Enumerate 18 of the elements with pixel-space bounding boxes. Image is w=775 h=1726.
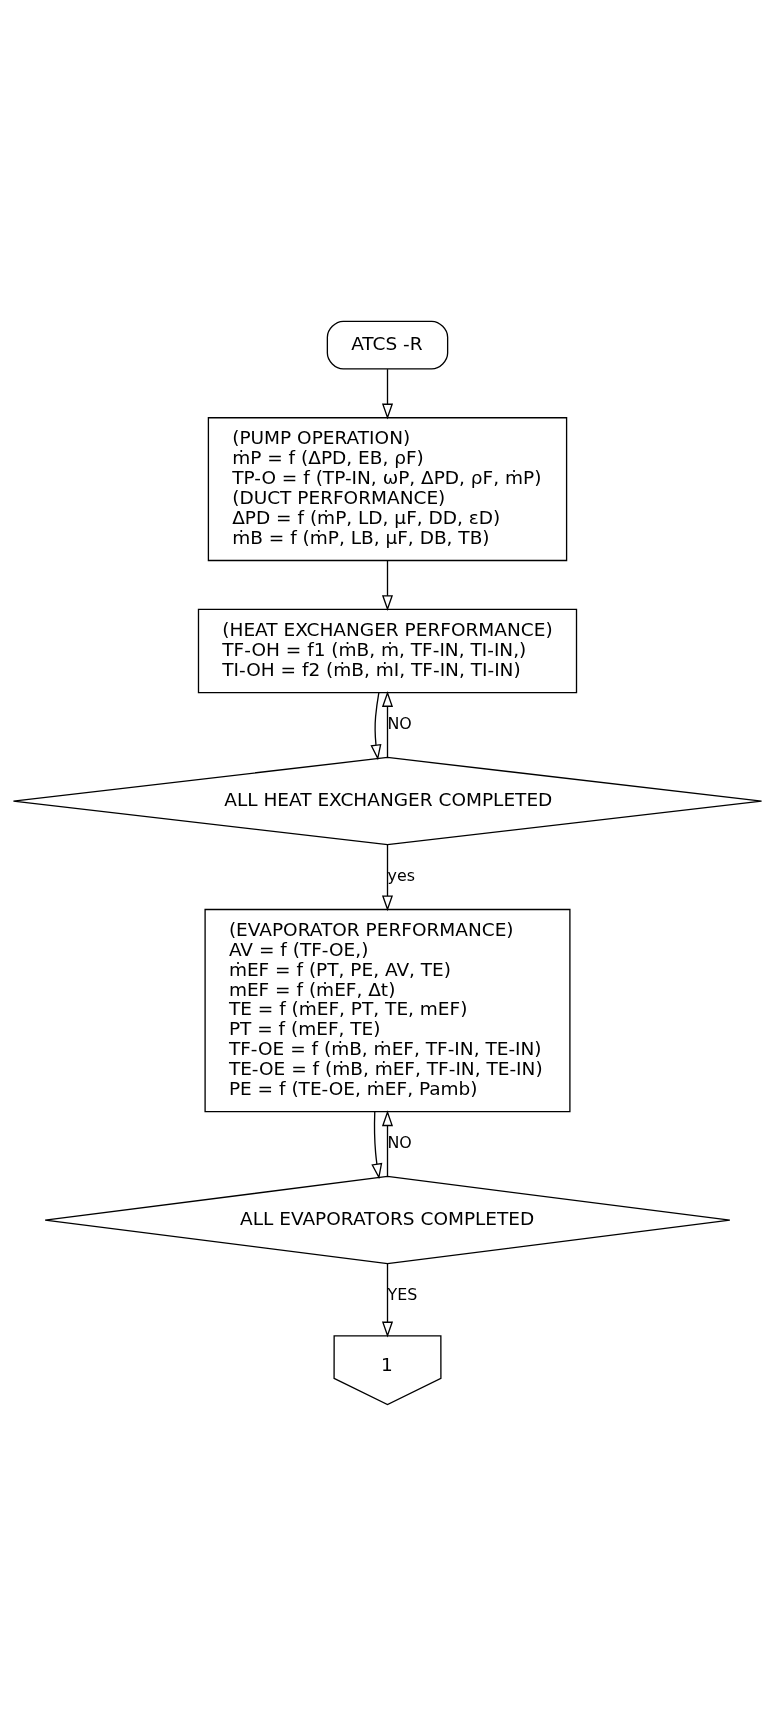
arrow: [381, 368, 394, 420]
node-diamond: ALL EVAPORATORS COMPLETED: [44, 1175, 731, 1265]
arrow: [371, 1111, 383, 1180]
edge-label: NO: [387, 1133, 412, 1153]
edge-label: YES: [387, 1285, 418, 1305]
arrow: [381, 691, 394, 758]
arrow: [381, 1263, 394, 1338]
node-box: (HEAT EXCHANGER PERFORMANCE) TF-OH = f1 (ṁB, ṁ, TF-IN, TI-IN,) TI-OH = f2 (ṁB, ṁI, TF-IN, TI-IN): [197, 608, 578, 694]
edge-label: NO: [387, 714, 412, 734]
arrow: [381, 560, 394, 612]
arrow: [370, 692, 382, 761]
node-box: (PUMP OPERATION) ṁP = f (ΔPD, EB, ρF) TP-O = f (TP-IN, ωP, ΔPD, ρF, ṁP) (DUCT PERFORMANCE) ΔPD = f (ṁP, LD, μF, DD, εD) ṁB = f (ṁP, LB, μF, DB, TB): [207, 417, 568, 562]
edge-label: yes: [387, 866, 415, 886]
arrow: [381, 844, 394, 912]
node-box: ATCS -R: [326, 320, 449, 370]
node-box: (EVAPORATOR PERFORMANCE) AV = f (TF-OE,) ṁEF = f (PT, PE, AV, TE) mEF = f (ṁEF, Δt) TE = f (ṁEF, PT, TE, mEF) PT = f (mEF, TE) TF-OE = f (ṁB, ṁEF, TF-IN, TE-IN) TE-OE = f (ṁB, ṁEF, TF-IN, TE-IN) PE = f (TE-OE, ṁEF, Pamb): [204, 908, 571, 1113]
arrow: [381, 1110, 394, 1177]
node-diamond: ALL HEAT EXCHANGER COMPLETED: [12, 756, 763, 846]
